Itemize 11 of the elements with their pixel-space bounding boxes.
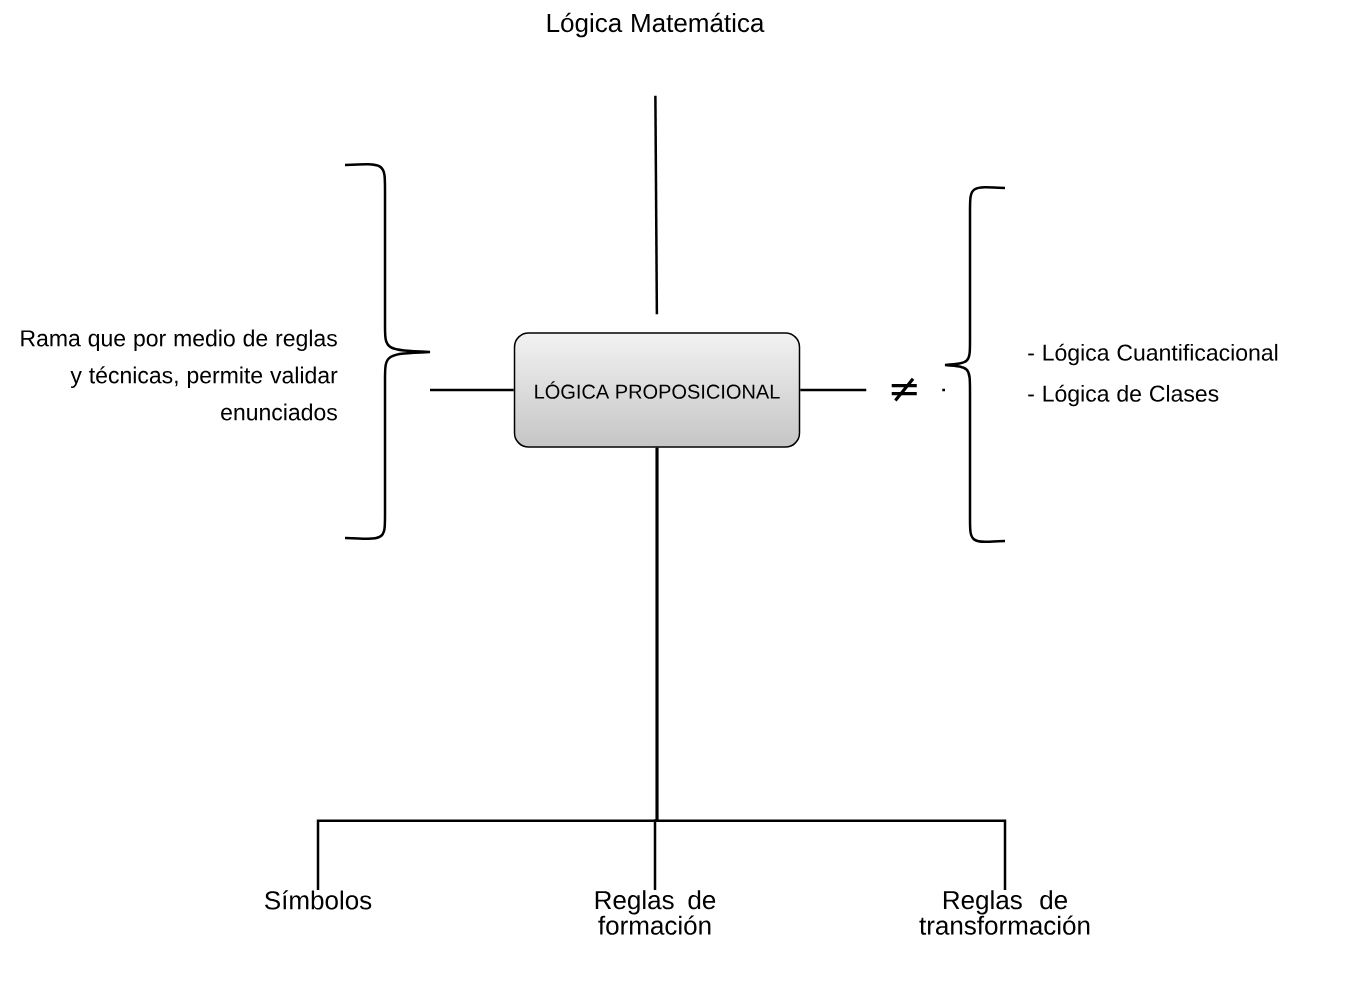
edge-label: ≠: [866, 376, 943, 404]
connector-line: [654, 95, 659, 315]
connector-line: [430, 388, 514, 392]
description-text: Rama que por medio de reglas y técnicas, permite validar enunciados: [21, 329, 338, 421]
branch-label: Reglas de formación: [595, 890, 716, 935]
process-box: LÓGICA PROPOSICIONAL: [513, 332, 801, 448]
list-text: - Lógica Cuantificacional - Lógica de Clases: [1028, 343, 1278, 407]
branch-label: Reglas de transformación: [919, 890, 1090, 935]
connector-line: [655, 447, 1007, 890]
title-text: Lógica Matemática: [547, 12, 765, 38]
branch-label: Símbolos: [265, 890, 372, 910]
